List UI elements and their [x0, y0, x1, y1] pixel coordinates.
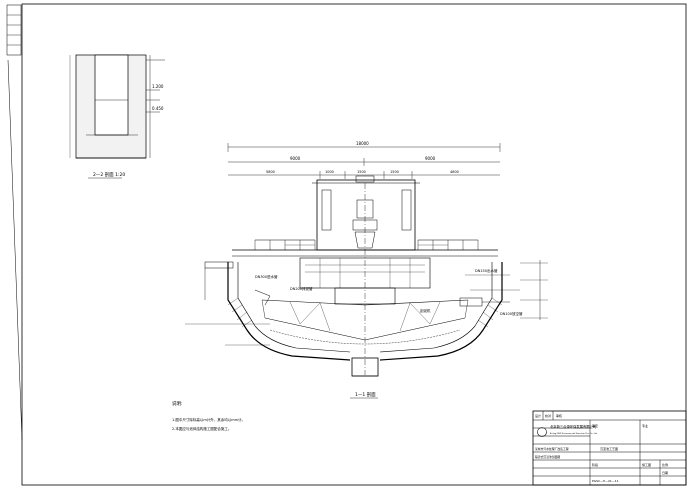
tb-label-review: 审核 [556, 413, 562, 418]
main-section-label: 1—1 剖面 [355, 391, 376, 398]
tb-label-check: 校对 [545, 413, 551, 418]
title-block [532, 410, 687, 486]
leader-label-drain: DN100放空管 [500, 311, 523, 316]
leader-label-inlet: DN300进水管 [255, 274, 278, 279]
detail-note-b: 0.450 [152, 106, 164, 111]
detail-section-label: 2—2 剖面 1:20 [93, 171, 125, 178]
sheet-border [6, 3, 687, 486]
dim-left-half: 9000 [290, 156, 301, 161]
dim-right-half: 9000 [425, 156, 436, 161]
tb-label-design: 设计 [535, 413, 541, 418]
tb-drawing-title: 辐流式沉淀池剖面图 [535, 455, 560, 459]
tb-project: 某城市污水处理厂改造工程 [535, 447, 569, 451]
tb-company-cn: 北京新三合源环保发展有限公司 [550, 424, 596, 429]
notes-line-2: 2.本图应与池体结构施工图配合施工。 [172, 426, 231, 431]
tb-label-discipline: 专业 [642, 423, 648, 428]
tb-company-en: Beijing XSHY Environmental Protection De… [550, 432, 598, 435]
dim-seg-2: 1000 [325, 170, 334, 174]
detail-section-2-2 [69, 54, 165, 159]
notes-heading: 说明: [172, 400, 183, 407]
tb-stage: 施工图 [642, 462, 651, 467]
tb-date: 日期 [662, 470, 668, 475]
dim-seg-5: 4800 [450, 170, 459, 174]
dim-seg-1: 5800 [266, 170, 275, 174]
tb-drawing-no: PGSC—P—21—11 [592, 479, 619, 483]
tb-label-approve: 审定 [592, 423, 598, 428]
main-section-drawing [185, 143, 548, 377]
leader-label-scraper: 刮泥机 [420, 308, 431, 313]
leader-label-outlet: DN150出水管 [475, 268, 498, 273]
dim-seg-3: 1500 [357, 170, 366, 174]
tb-scale: 比例 [662, 462, 668, 467]
dim-overall: 18000 [356, 141, 369, 146]
tb-label-stage: 阶段 [592, 462, 598, 467]
tb-right-title: 沉淀池工艺图 [600, 446, 618, 451]
notes-line-1: 1.图中尺寸除标高以m计外，其余均以mm计。 [172, 417, 245, 422]
dim-seg-4: 1500 [390, 170, 399, 174]
leader-label-sludge: DN200排泥管 [290, 286, 313, 291]
detail-note-a: 1.200 [152, 84, 164, 89]
